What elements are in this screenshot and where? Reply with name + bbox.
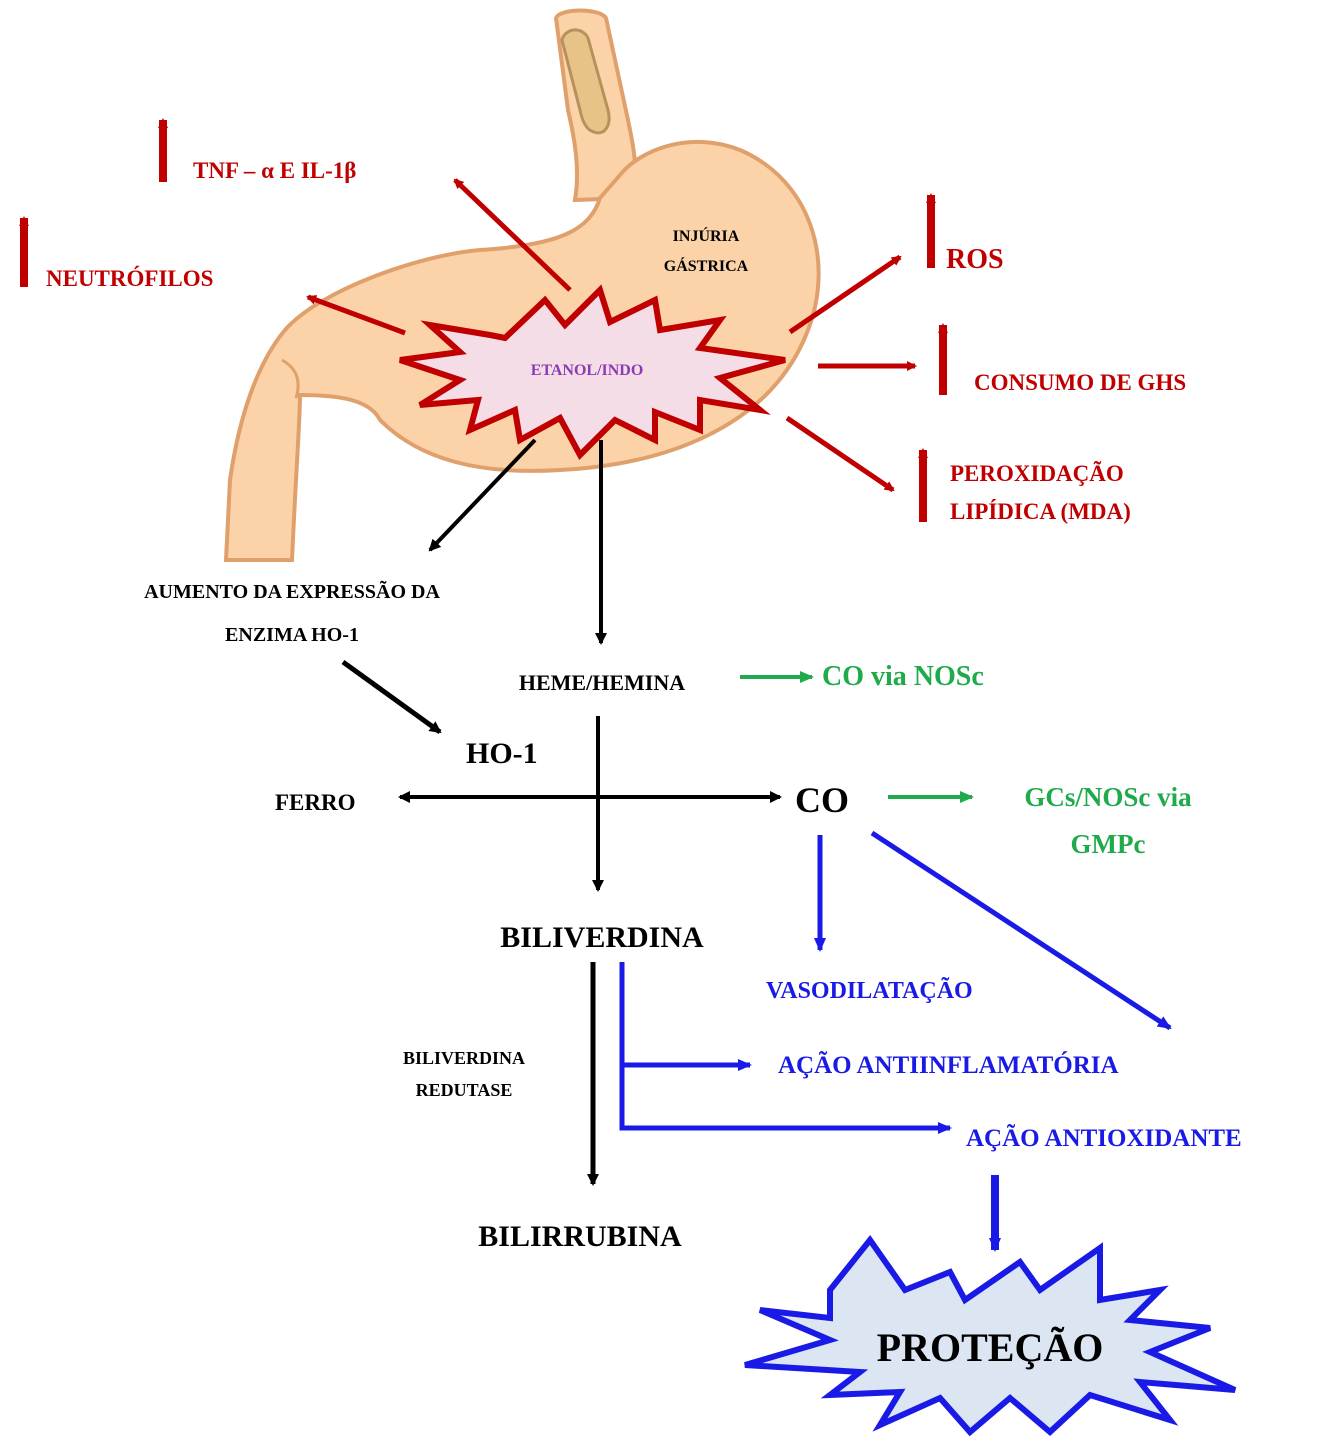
- etanol-label: ETANOL/INDO: [531, 362, 644, 379]
- black-pathway-arrows: [343, 440, 780, 1184]
- gcs-label-line1: GCs/NOSc via: [1024, 782, 1192, 812]
- ho1-label: HO-1: [466, 737, 538, 770]
- aumento-label-line1: AUMENTO DA EXPRESSÃO DA: [144, 580, 440, 603]
- antiinflamatoria-label: AÇÃO ANTIINFLAMATÓRIA: [778, 1051, 1119, 1079]
- redutase-label-line2: REDUTASE: [416, 1080, 513, 1100]
- peroxidacao-label-line2: LIPÍDICA (MDA): [950, 499, 1131, 524]
- co-label: CO: [795, 780, 849, 820]
- arrow-aumento-to-ho1: [343, 662, 440, 732]
- protecao-label: PROTEÇÃO: [877, 1325, 1104, 1370]
- co-via-nosc-label: CO via NOSc: [822, 661, 984, 692]
- ros-label: ROS: [946, 244, 1004, 275]
- injuria-label-line1: INJÚRIA: [673, 226, 740, 245]
- blue-arrows: [622, 833, 1170, 1250]
- vasodilatacao-label: VASODILATAÇÃO: [766, 978, 973, 1004]
- gcs-label-line2: GMPc: [1071, 829, 1146, 859]
- tnf-label: TNF – α E IL-1β: [193, 158, 356, 183]
- arrow-biliverdina-to-antiinflamatoria: [622, 962, 750, 1065]
- consumo-ghs-label: CONSUMO DE GHS: [974, 370, 1186, 395]
- biliverdina-label: BILIVERDINA: [500, 921, 704, 954]
- heme-label: HEME/HEMINA: [519, 670, 685, 695]
- aumento-label-line2: ENZIMA HO-1: [225, 624, 359, 646]
- neutrofilos-label: NEUTRÓFILOS: [46, 265, 213, 291]
- bilirrubina-label: BILIRRUBINA: [478, 1220, 682, 1253]
- antioxidante-label: AÇÃO ANTIOXIDANTE: [966, 1124, 1242, 1152]
- arrow-to-peroxidacao: [787, 418, 893, 490]
- injuria-label-line2: GÁSTRICA: [664, 256, 749, 275]
- peroxidacao-label-line1: PEROXIDAÇÃO: [950, 461, 1124, 486]
- redutase-label-line1: BILIVERDINA: [403, 1048, 525, 1068]
- ferro-label: FERRO: [275, 790, 356, 815]
- stomach-illustration: [226, 11, 819, 561]
- green-arrows: [740, 677, 972, 797]
